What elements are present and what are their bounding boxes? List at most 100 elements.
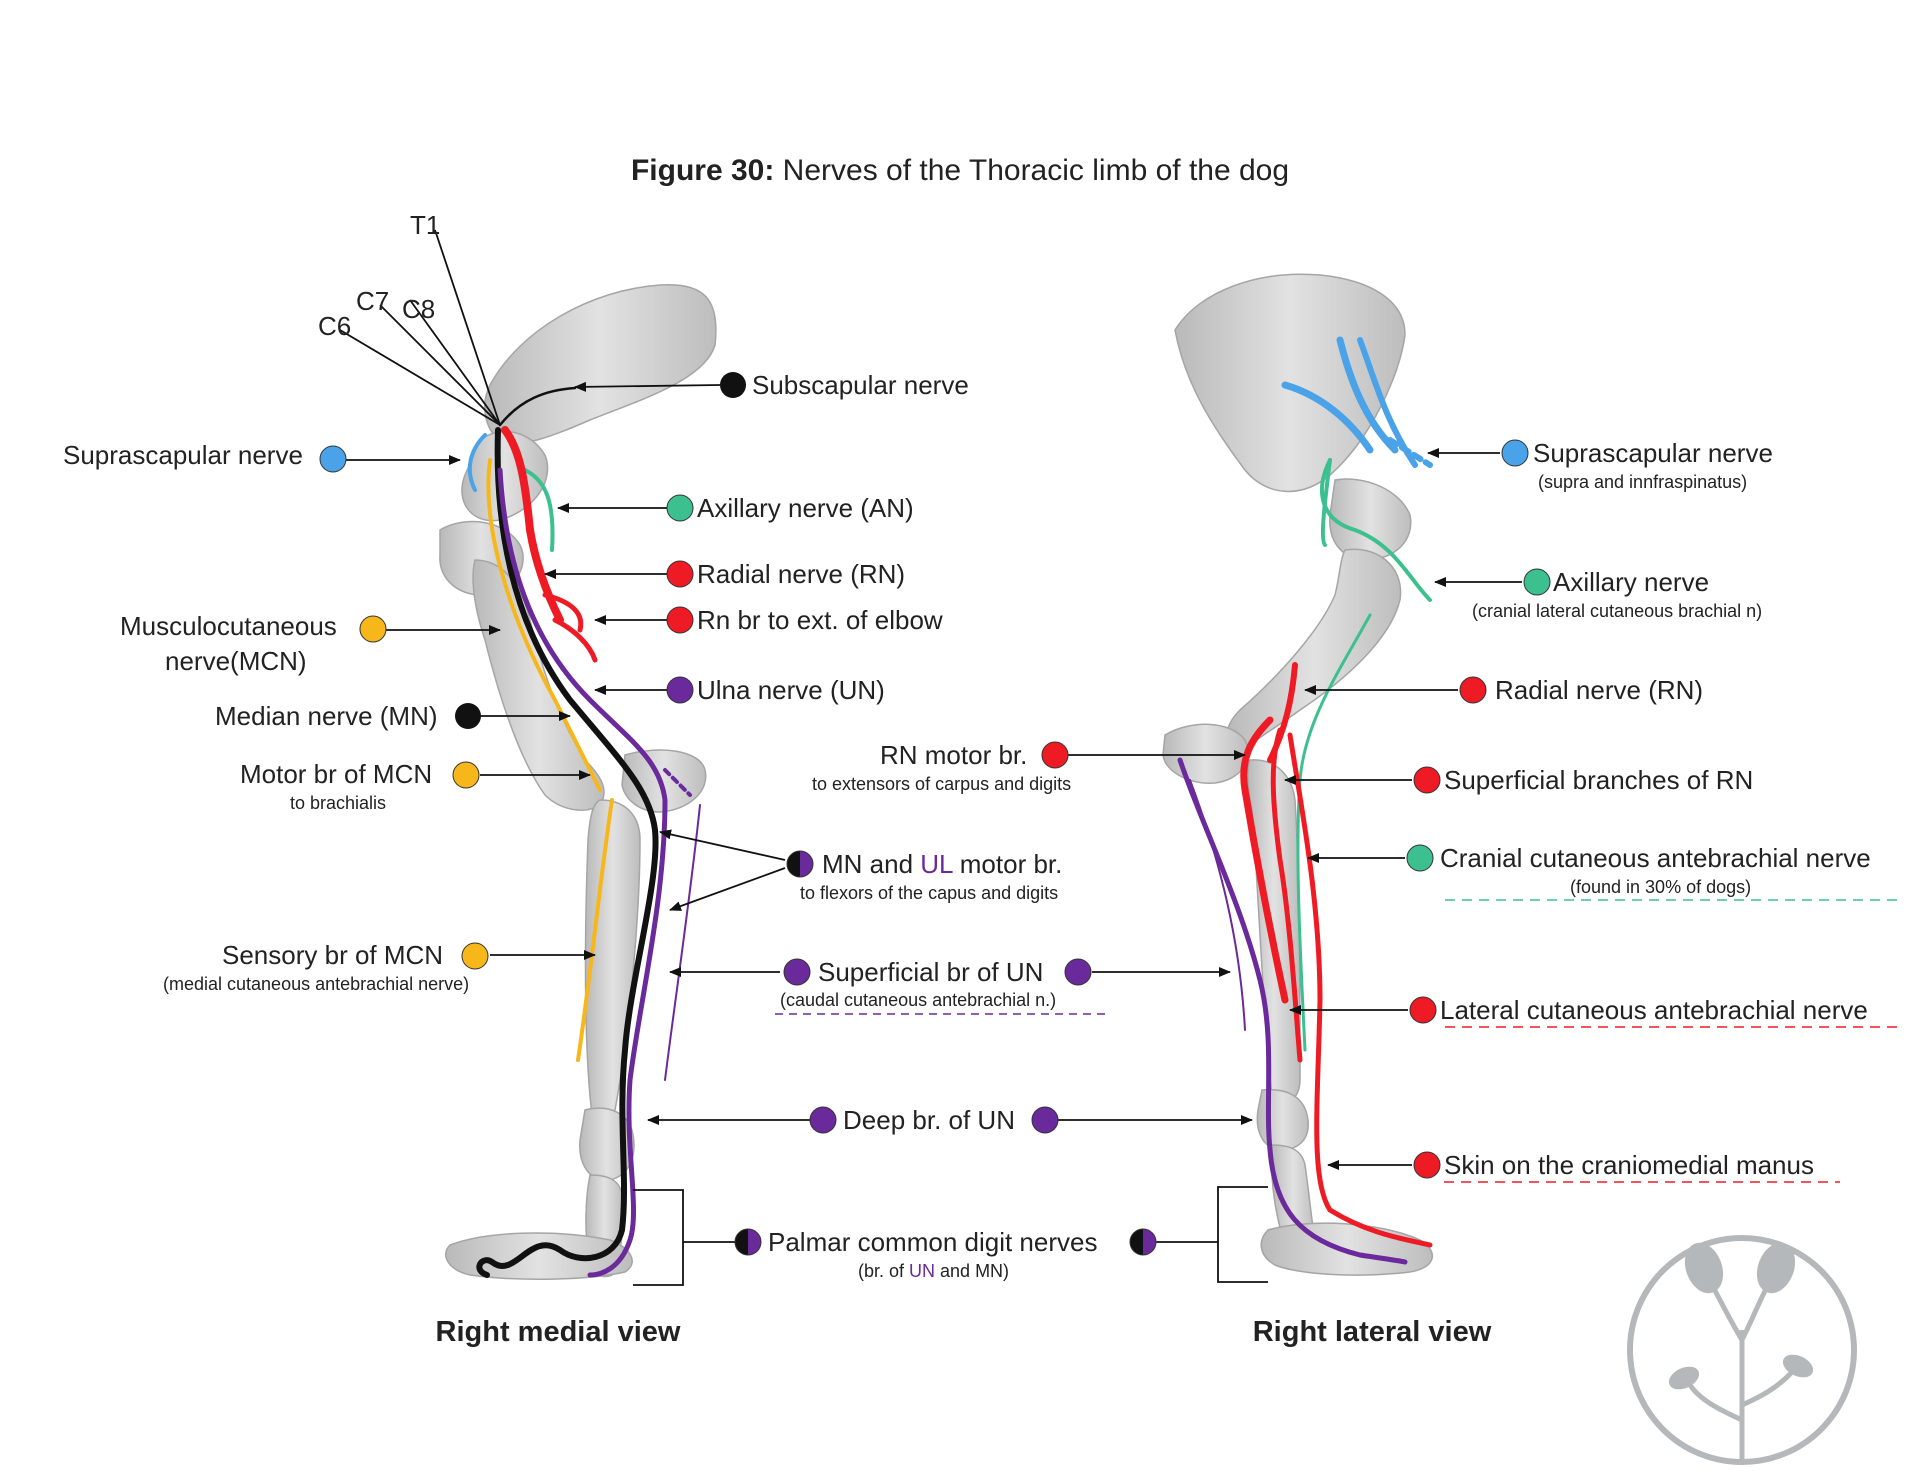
medial-ulnar-dotted: [663, 768, 692, 797]
medial-sensory-mcn-dot: [461, 942, 489, 970]
lateral-callouts: [1284, 448, 1522, 1170]
medial-ulna-label: Ulna nerve (UN): [697, 675, 885, 705]
medial-rn-elbow-label: Rn br to ext. of elbow: [697, 605, 943, 635]
lateral-radial-dot: [1459, 676, 1487, 704]
plant-logo: [1627, 1235, 1857, 1465]
medial-humerus: [472, 559, 605, 811]
lateral-nerve-paths: [1177, 336, 1433, 1265]
lateral-superficial-rn-label: Superficial branches of RN: [1444, 765, 1753, 795]
root-t1: T1: [410, 210, 440, 240]
lateral-view-label: Right lateral view: [1253, 1316, 1492, 1348]
lateral-suprascapular-branch: [1336, 336, 1399, 454]
superficial-un-dot-right: [1064, 958, 1092, 986]
subscapular-dot: [720, 372, 746, 398]
medial-suprascapular-dot: [319, 445, 347, 473]
medial-scapula: [484, 283, 717, 444]
superficial-un-dot-left: [783, 958, 811, 986]
palmar-dot-right-half: [1143, 1229, 1156, 1255]
lateral-skin-label: Skin on the craniomedial manus: [1444, 1150, 1814, 1180]
medial-ulna-dot: [666, 676, 694, 704]
medial-view-label: Right medial view: [436, 1316, 681, 1348]
root-c7: C7: [356, 286, 389, 316]
medial-axillary-path: [523, 468, 555, 552]
medial-ulnar-path: [497, 467, 668, 1278]
medial-motor-mcn-dot: [452, 761, 480, 789]
lateral-cranial-cut-label: Cranial cutaneous antebrachial nerve: [1440, 843, 1871, 873]
mn-ul-dot-right-half: [800, 851, 813, 877]
mn-ul-sub: to flexors of the capus and digits: [800, 883, 1058, 903]
medial-subscapular-path: [498, 386, 577, 427]
medial-mcn-dot: [359, 615, 387, 643]
palmar-dot-left-ring: [734, 1228, 762, 1256]
center-callouts: [633, 750, 1268, 1286]
lateral-axillary-path: [1320, 458, 1432, 602]
medial-mcn-label-2: nerve(MCN): [165, 646, 307, 676]
lateral-scapula: [1174, 273, 1406, 493]
medial-radial-dot: [666, 560, 694, 588]
medial-rn-elbow-branch-2: [552, 617, 598, 663]
rn-motor-label: RN motor br.: [880, 740, 1027, 770]
rn-motor-dot: [1041, 741, 1069, 769]
medial-motor-mcn-label: Motor br of MCN: [240, 759, 432, 789]
deep-un-dot-left: [809, 1106, 837, 1134]
palmar-dot-right-ring: [1129, 1228, 1157, 1256]
lateral-lateral-cut-label: Lateral cutaneous antebrachial nerve: [1440, 995, 1868, 1025]
figure-caption: Nerves of the Thoracic limb of the dog: [774, 154, 1289, 187]
figure-title: Figure 30: Nerves of the Thoracic limb o…: [631, 154, 1289, 187]
deep-un-label: Deep br. of UN: [843, 1105, 1015, 1135]
lateral-axillary-branch: [1320, 458, 1332, 547]
medial-sensory-mcn-label: Sensory br of MCN: [222, 940, 443, 970]
lateral-suprascapular-path: [1281, 381, 1374, 454]
medial-rn-elbow-branch: [542, 592, 584, 633]
lateral-cranial-cut-sub: (found in 30% of dogs): [1570, 877, 1751, 897]
lateral-lateral-cut-dot: [1409, 996, 1437, 1024]
palmar-dot-left-half: [748, 1229, 761, 1255]
lateral-radial-label: Radial nerve (RN): [1495, 675, 1703, 705]
lateral-suprascapular-dot: [1501, 439, 1529, 467]
lateral-cranial-cut-dot: [1406, 844, 1434, 872]
medial-median-path: [476, 427, 659, 1278]
superficial-un-sub: (caudal cutaneous antebrachial n.): [780, 990, 1056, 1010]
palmar-sub: (br. of UN and MN): [858, 1261, 1009, 1281]
rn-motor-sub: to extensors of carpus and digits: [812, 774, 1071, 794]
medial-callouts: [345, 381, 721, 960]
lateral-superficial-rn-1: [1240, 716, 1289, 1004]
root-c6: C6: [318, 311, 351, 341]
medial-radial-path: [501, 426, 564, 624]
lateral-axillary-sub: (cranial lateral cutaneous brachial n): [1472, 601, 1762, 621]
medial-radial-label: Radial nerve (RN): [697, 559, 905, 589]
lateral-suprascapular-sub: (supra and innfraspinatus): [1538, 472, 1747, 492]
mn-ul-label: MN and UL motor br.: [822, 849, 1062, 879]
medial-nerve-paths: [467, 386, 701, 1278]
lateral-suprascapular-label: Suprascapular nerve: [1533, 438, 1773, 468]
mn-ul-dot-ring: [786, 850, 814, 878]
lateral-superficial-rn-dot: [1413, 766, 1441, 794]
medial-motor-mcn-sub: to brachialis: [290, 793, 386, 813]
plant-logo-leaves: [1668, 1242, 1814, 1390]
lateral-scapula-neck: [1329, 478, 1412, 561]
medial-musculocutaneous-path: [486, 458, 602, 792]
medial-mcn-label-1: Musculocutaneous: [120, 611, 337, 641]
superficial-un-label: Superficial br of UN: [818, 957, 1043, 987]
medial-axillary-dot: [666, 494, 694, 522]
medial-suprascapular-label: Suprascapular nerve: [63, 440, 303, 470]
spinal-root-lines: [339, 229, 501, 426]
medial-axillary-label: Axillary nerve (AN): [697, 493, 914, 523]
medial-subscapular-label: Subscapular nerve: [752, 370, 969, 400]
lateral-carpus: [1256, 1088, 1309, 1151]
medial-median-dot: [455, 703, 481, 729]
lateral-ulnar-path: [1177, 757, 1408, 1265]
lateral-elbow: [1162, 723, 1249, 784]
palmar-label: Palmar common digit nerves: [768, 1227, 1097, 1257]
lateral-axillary-dot: [1523, 568, 1551, 596]
medial-paw: [445, 1232, 633, 1281]
medial-ulnar-superficial-path: [664, 804, 701, 1081]
lateral-ulnar-superficial: [1189, 779, 1246, 1031]
medial-median-label: Median nerve (MN): [215, 701, 438, 731]
lateral-skin-dot: [1413, 1151, 1441, 1179]
root-c8: C8: [402, 294, 435, 324]
lateral-axillary-label: Axillary nerve: [1553, 567, 1709, 597]
medial-rn-elbow-dot: [666, 606, 694, 634]
lateral-suprascapular-tip: [1387, 437, 1433, 468]
